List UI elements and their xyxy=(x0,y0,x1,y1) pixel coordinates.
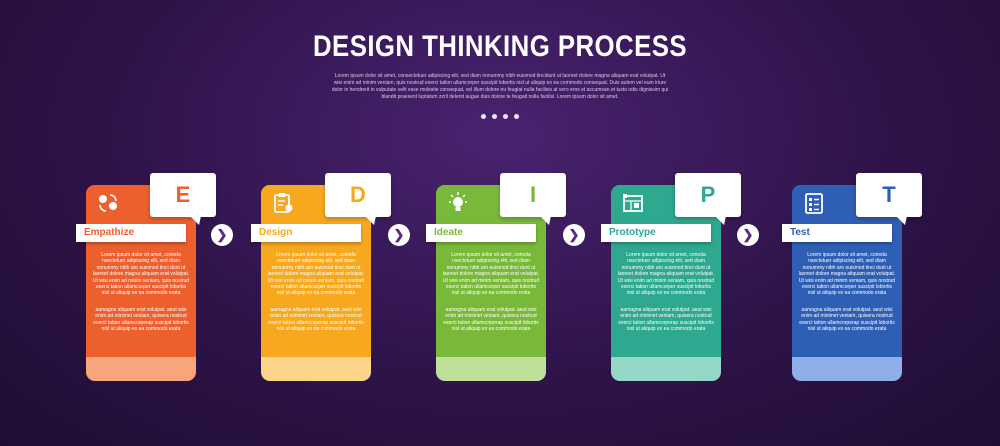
step-text-secondary: aamagna aliquam erat volutpat. aeut wisi… xyxy=(618,306,714,333)
pagination-dots xyxy=(481,114,519,119)
step-card-test: T Test Lorem ipsum dolor sit amet, corie… xyxy=(782,173,922,381)
step-description: Lorem ipsum dolor sit amet, corieda nsec… xyxy=(442,252,540,342)
blueprint-icon xyxy=(621,191,645,215)
checklist-icon xyxy=(802,191,826,215)
step-card-empathize: E Empathize Lorem ipsum dolor sit amet, … xyxy=(76,173,216,381)
step-label: Ideate xyxy=(426,224,536,242)
step-card-ideate: I Ideate Lorem ipsum dolor sit amet, cor… xyxy=(426,173,566,381)
clipboard-gear-icon xyxy=(271,191,295,215)
step-text-secondary: aamagna aliquam erat volutpat. aeut wisi… xyxy=(93,306,189,333)
step-text-primary: Lorem ipsum dolor sit amet, corieda nsec… xyxy=(267,252,365,297)
step-text-primary: Lorem ipsum dolor sit amet, corieda nsec… xyxy=(92,252,190,297)
step-letter-bubble: I xyxy=(500,173,566,225)
step-letter-bubble: P xyxy=(675,173,741,225)
step-text-secondary: aamagna aliquam erat volutpat. aeut wisi… xyxy=(268,306,364,333)
step-label: Test xyxy=(782,224,892,242)
dot xyxy=(492,114,497,119)
chevron-right-icon: ❯ xyxy=(388,224,410,246)
step-label: Empathize xyxy=(76,224,186,242)
page-subtitle: Lorem ipsum dolor sit amet, consectetuer… xyxy=(331,73,669,100)
people-exchange-icon xyxy=(96,191,120,215)
step-text-primary: Lorem ipsum dolor sit amet, corieda nsec… xyxy=(442,252,540,297)
step-text-secondary: aamagna aliquam erat volutpat. aeut wisi… xyxy=(443,306,539,333)
step-text-secondary: aamagna aliquam erat volutpat. aeut wisi… xyxy=(799,306,895,333)
dot xyxy=(481,114,486,119)
step-letter-bubble: E xyxy=(150,173,216,225)
step-card-design: D Design Lorem ipsum dolor sit amet, cor… xyxy=(251,173,391,381)
chevron-right-icon: ❯ xyxy=(737,224,759,246)
step-description: Lorem ipsum dolor sit amet, corieda nsec… xyxy=(798,252,896,342)
step-letter-bubble: D xyxy=(325,173,391,225)
dot xyxy=(514,114,519,119)
chevron-right-icon: ❯ xyxy=(563,224,585,246)
dot xyxy=(503,114,508,119)
lightbulb-icon xyxy=(446,191,470,215)
step-text-primary: Lorem ipsum dolor sit amet, corieda nsec… xyxy=(798,252,896,297)
step-description: Lorem ipsum dolor sit amet, corieda nsec… xyxy=(617,252,715,342)
step-description: Lorem ipsum dolor sit amet, corieda nsec… xyxy=(92,252,190,342)
step-card-prototype: P Prototype Lorem ipsum dolor sit amet, … xyxy=(601,173,741,381)
step-text-primary: Lorem ipsum dolor sit amet, corieda nsec… xyxy=(617,252,715,297)
step-label: Prototype xyxy=(601,224,711,242)
page-title: DESIGN THINKING PROCESS xyxy=(312,30,687,63)
chevron-right-icon: ❯ xyxy=(211,224,233,246)
step-description: Lorem ipsum dolor sit amet, corieda nsec… xyxy=(267,252,365,342)
step-label: Design xyxy=(251,224,361,242)
step-letter-bubble: T xyxy=(856,173,922,225)
